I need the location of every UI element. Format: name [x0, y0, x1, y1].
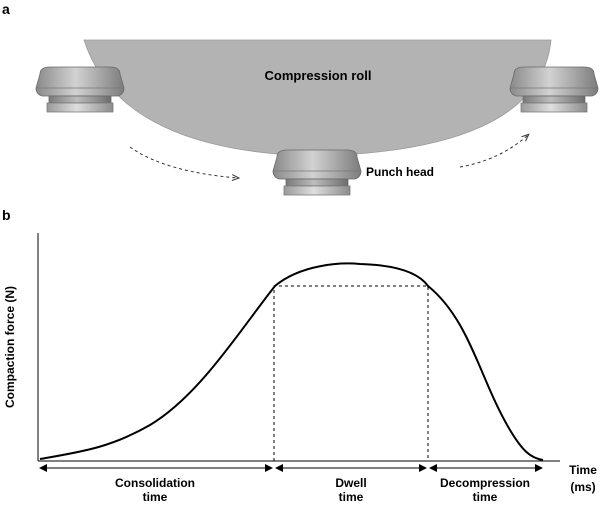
punch-head-right [509, 66, 599, 113]
decompression-label-line2: time [473, 490, 498, 504]
punch-head-left [35, 66, 125, 113]
panel-a-label: a [2, 1, 10, 17]
x-axis-label-line2: (ms) [570, 480, 595, 494]
dwell-label-line1: Dwell [335, 476, 366, 490]
compression-roll-label: Compression roll [265, 68, 372, 83]
decompression-label-line1: Decompression [440, 476, 530, 490]
motion-arrow-left [129, 146, 238, 178]
compression-roll [83, 39, 552, 157]
dwell-region [273, 285, 429, 461]
panel-b-label: b [2, 207, 11, 223]
consolidation-label-line1: Consolidation [115, 476, 195, 490]
force-curve [39, 262, 544, 461]
consolidation-label-line2: time [143, 490, 168, 504]
y-axis-label: Compaction force (N) [3, 286, 17, 408]
dwell-label-line2: time [339, 490, 364, 504]
punch-head-center [272, 149, 362, 196]
punch-head-label: Punch head [366, 165, 434, 179]
motion-arrow-right [459, 135, 528, 168]
x-axis-label-line1: Time [569, 463, 597, 477]
